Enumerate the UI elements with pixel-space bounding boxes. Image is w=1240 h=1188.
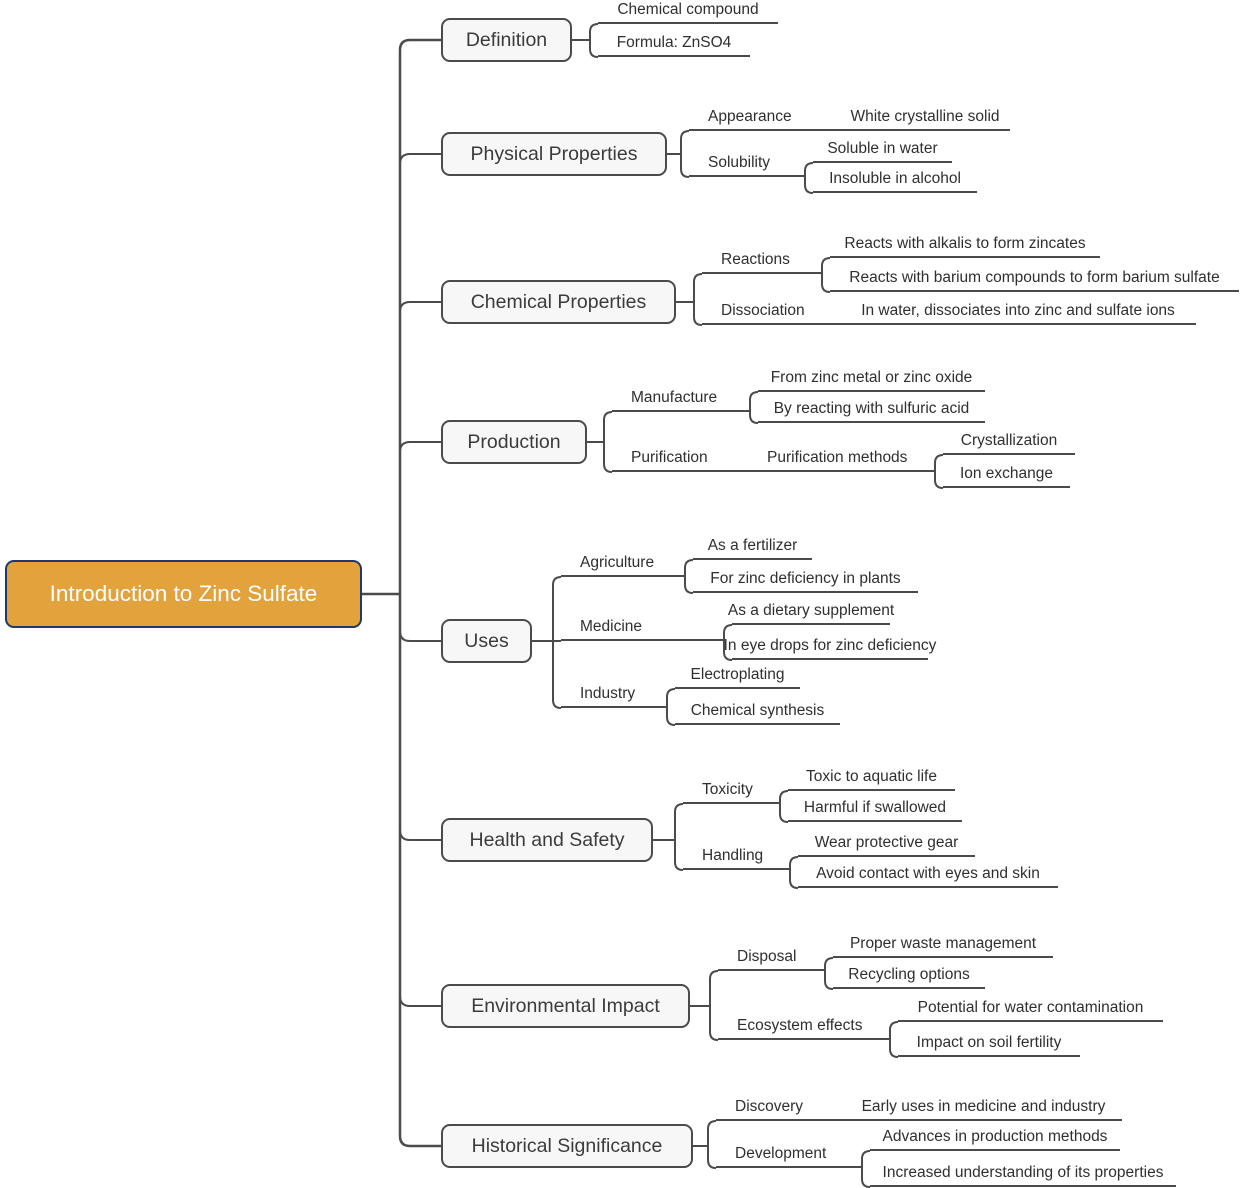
node-purification[interactable]: Purification	[612, 446, 748, 472]
root-node[interactable]: Introduction to Zinc Sulfate	[5, 560, 362, 628]
connector-elbow-health-and-safety	[399, 829, 441, 841]
node-historical-significance[interactable]: Historical Significance	[441, 1124, 693, 1168]
connector-spine	[398, 38, 441, 1148]
connector-health-and-safety-children	[653, 803, 684, 871]
connector-production-children	[587, 411, 613, 473]
connector-manufacture-children	[749, 391, 759, 424]
node-production[interactable]: Production	[441, 420, 587, 464]
connector-industry-children	[666, 688, 676, 726]
node-avoid-contact[interactable]: Avoid contact with eyes and skin	[798, 862, 1058, 888]
connector-elbow-chemical-properties	[399, 301, 441, 313]
node-insoluble-in-alcohol[interactable]: Insoluble in alcohol	[813, 167, 977, 193]
connector-agriculture-children	[684, 559, 694, 594]
connector-elbow-physical-properties	[399, 153, 441, 165]
connector-solubility-children	[804, 162, 814, 194]
node-recycling-options[interactable]: Recycling options	[833, 963, 985, 989]
node-ecosystem-effects[interactable]: Ecosystem effects	[718, 1014, 890, 1040]
node-handling[interactable]: Handling	[683, 844, 790, 870]
node-electroplating[interactable]: Electroplating	[675, 663, 800, 689]
node-development[interactable]: Development	[716, 1142, 862, 1168]
node-uses[interactable]: Uses	[441, 619, 532, 663]
connector-historical-significance-children	[693, 1120, 717, 1169]
connector-disposal-children	[824, 957, 834, 990]
node-chemical-synthesis[interactable]: Chemical synthesis	[675, 699, 840, 725]
node-definition[interactable]: Definition	[441, 18, 572, 62]
node-as-a-dietary-supplement[interactable]: As a dietary supplement	[728, 599, 894, 625]
node-toxic-to-aquatic-life[interactable]: Toxic to aquatic life	[788, 765, 955, 791]
node-disposal[interactable]: Disposal	[718, 945, 825, 971]
node-medicine[interactable]: Medicine	[561, 615, 724, 641]
connector-chemical-properties-children	[676, 273, 703, 326]
node-industry[interactable]: Industry	[561, 682, 667, 708]
node-health-and-safety[interactable]: Health and Safety	[441, 818, 653, 862]
node-for-zinc-deficiency-in-plants[interactable]: For zinc deficiency in plants	[693, 567, 918, 593]
node-crystallization[interactable]: Crystallization	[943, 429, 1075, 455]
node-appearance[interactable]: Appearance	[689, 105, 840, 131]
node-from-zinc-metal[interactable]: From zinc metal or zinc oxide	[758, 366, 985, 392]
connector-toxicity-children	[779, 790, 789, 823]
connector-environmental-impact-children	[690, 970, 719, 1041]
node-reacts-with-alkalis[interactable]: Reacts with alkalis to form zincates	[830, 232, 1100, 258]
node-dissociates-in-water[interactable]: In water, dissociates into zinc and sulf…	[840, 299, 1196, 325]
node-reactions[interactable]: Reactions	[702, 248, 822, 274]
connector-elbow-uses	[399, 630, 441, 642]
node-wear-protective-gear[interactable]: Wear protective gear	[798, 831, 975, 857]
node-chemical-compound[interactable]: Chemical compound	[598, 0, 778, 24]
node-dissociation[interactable]: Dissociation	[702, 299, 840, 325]
connector-physical-properties-children	[667, 130, 690, 178]
node-toxicity[interactable]: Toxicity	[683, 778, 780, 804]
connector-elbow-environmental-impact	[399, 995, 441, 1007]
node-impact-on-soil-fertility[interactable]: Impact on soil fertility	[898, 1031, 1080, 1057]
node-in-eye-drops[interactable]: In eye drops for zinc deficiency	[724, 634, 936, 660]
node-as-a-fertilizer[interactable]: As a fertilizer	[693, 534, 812, 560]
node-manufacture[interactable]: Manufacture	[612, 386, 750, 412]
node-ion-exchange[interactable]: Ion exchange	[943, 462, 1070, 488]
node-proper-waste-management[interactable]: Proper waste management	[833, 932, 1053, 958]
node-physical-properties[interactable]: Physical Properties	[441, 132, 667, 176]
connector-uses-children	[532, 576, 562, 709]
node-increased-understanding[interactable]: Increased understanding of its propertie…	[870, 1161, 1176, 1187]
connector-ecosystem-effects-children	[889, 1021, 899, 1058]
connector-development-children	[861, 1150, 871, 1188]
node-discovery[interactable]: Discovery	[716, 1095, 845, 1121]
node-formula-znso4[interactable]: Formula: ZnSO4	[598, 31, 750, 57]
connector-definition-children	[572, 23, 599, 58]
connector-medicine-children	[723, 624, 733, 661]
node-soluble-in-water[interactable]: Soluble in water	[813, 137, 952, 163]
node-solubility[interactable]: Solubility	[689, 151, 805, 177]
node-reacts-with-barium[interactable]: Reacts with barium compounds to form bar…	[830, 266, 1239, 292]
node-agriculture[interactable]: Agriculture	[561, 551, 685, 577]
node-environmental-impact[interactable]: Environmental Impact	[441, 984, 690, 1028]
node-chemical-properties[interactable]: Chemical Properties	[441, 280, 676, 324]
connector-elbow-production	[399, 441, 441, 453]
node-harmful-if-swallowed[interactable]: Harmful if swallowed	[788, 796, 962, 822]
node-advances-in-production[interactable]: Advances in production methods	[870, 1125, 1120, 1151]
node-white-crystalline-solid[interactable]: White crystalline solid	[840, 105, 1010, 131]
node-potential-water-contamination[interactable]: Potential for water contamination	[898, 996, 1163, 1022]
connector-reactions-children	[821, 257, 831, 293]
node-purification-methods[interactable]: Purification methods	[748, 446, 935, 472]
node-by-reacting-sulfuric-acid[interactable]: By reacting with sulfuric acid	[758, 397, 985, 423]
connector-handling-children	[789, 856, 799, 889]
connector-purification-methods-children	[934, 454, 944, 489]
node-early-uses[interactable]: Early uses in medicine and industry	[845, 1095, 1122, 1121]
